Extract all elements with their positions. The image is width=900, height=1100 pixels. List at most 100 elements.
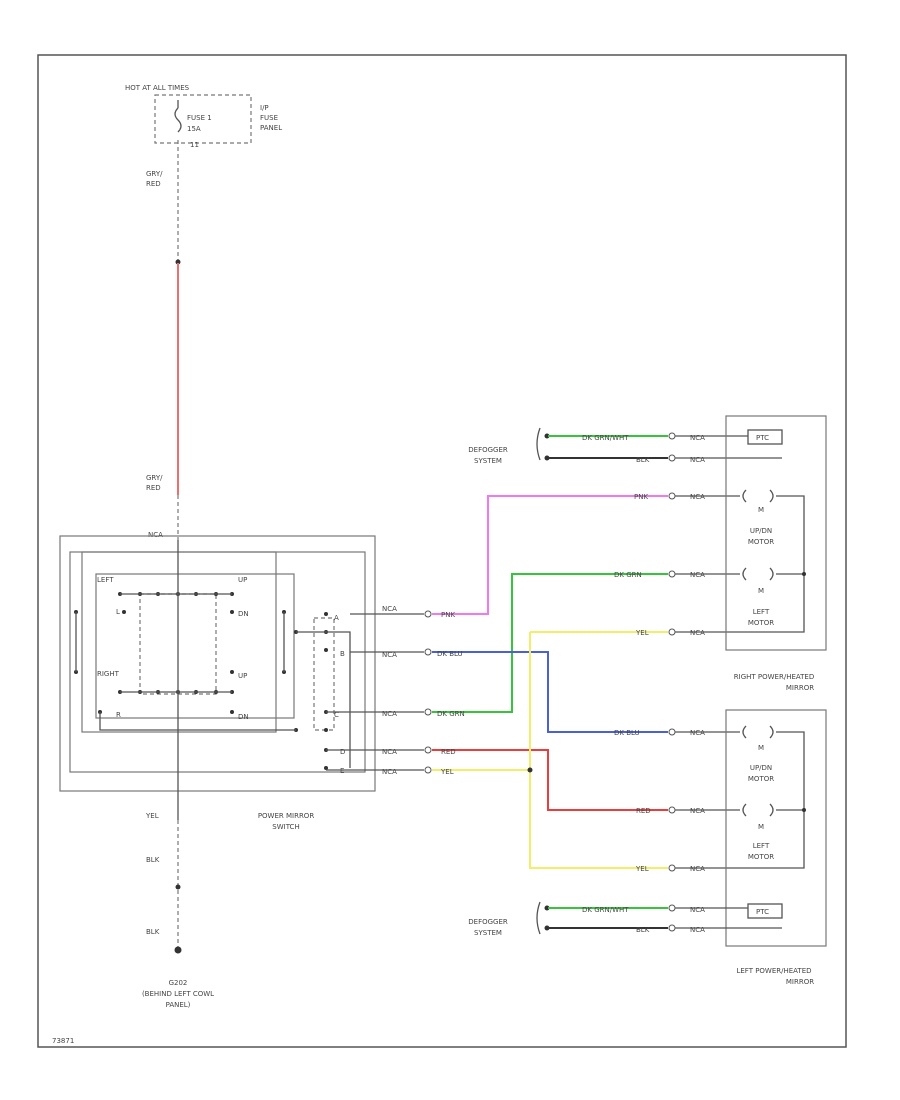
defogger-top-wire-2-label: BLK [636, 456, 650, 464]
left-motor-1-symbol [742, 725, 774, 739]
defogger-bottom-brace [536, 901, 541, 935]
ground-wire-1: YEL [145, 812, 159, 820]
mirror-conn-r3: NCA [690, 629, 705, 637]
mirror-conn-r2: NCA [690, 571, 705, 579]
left-motor-1-m: M [758, 744, 764, 752]
harness-red: RED [441, 748, 456, 756]
defogger-top-dot-1 [544, 433, 550, 439]
feed-color-1: GRY/ [146, 170, 163, 178]
harness-dk-blu: DK BLU [437, 650, 463, 658]
right-motor-2-m: M [758, 587, 764, 595]
defogger-top-label-1: DEFOGGER [468, 446, 508, 454]
ground-location-2: PANEL) [166, 1001, 191, 1009]
mirror-conn-l2: NCA [690, 807, 705, 815]
defogger-top-brace [536, 427, 541, 461]
right-mirror-common [776, 495, 805, 633]
wire-green [432, 573, 668, 713]
harness-dk-blu-left: DK BLU [614, 729, 640, 737]
right-heater-label: PTC [756, 434, 769, 442]
feed-color-3: GRY/ [146, 474, 163, 482]
right-motor-2-symbol [742, 567, 774, 581]
harness-dk-grn: DK GRN [437, 710, 465, 718]
switch-pin-c: C [334, 711, 339, 719]
switch-pos-r: R [116, 711, 121, 719]
harness-yel-left: YEL [635, 865, 649, 873]
defogger-top-conn-1: NCA [690, 434, 705, 442]
defogger-bottom-dot-1 [544, 905, 550, 911]
harness-conn-c: NCA [382, 710, 397, 718]
mirror-conn-r1: NCA [690, 493, 705, 501]
defogger-top-wire-1-label: DK GRN/WHT [582, 434, 629, 442]
left-mirror-box [725, 709, 827, 947]
right-motor-1-line-2: MOTOR [748, 538, 774, 546]
defogger-bottom-label-1: DEFOGGER [468, 918, 508, 926]
switch-pin-e: E [340, 767, 344, 775]
fuse-panel-label-2: FUSE [260, 114, 278, 122]
harness-conn-a: NCA [382, 605, 397, 613]
harness-conn-d: NCA [382, 748, 397, 756]
switch-inner-box-1 [69, 551, 366, 773]
right-motor-1-line-1: UP/DN [750, 527, 772, 535]
right-motor-1-m: M [758, 506, 764, 514]
right-motor-2-line-1: LEFT [753, 608, 770, 616]
switch-pos-dn: DN [238, 610, 249, 618]
ground-splice-dot [175, 884, 181, 890]
left-motor-1-line-2: MOTOR [748, 775, 774, 783]
switch-name-2: SWITCH [272, 823, 299, 831]
switch-contacts [74, 592, 328, 770]
hot-at-all-times-label: HOT AT ALL TIMES [125, 84, 190, 92]
switch-pos-l: L [116, 608, 120, 616]
diagram-frame [37, 54, 847, 1048]
left-motor-1-line-1: UP/DN [750, 764, 772, 772]
harness-yel: YEL [440, 768, 454, 776]
yellow-splice-dot [527, 767, 533, 773]
feed-color-2: RED [146, 180, 161, 188]
harness-red-left: RED [636, 807, 651, 815]
feed-splice-dot [175, 259, 181, 265]
fuse-panel-box [154, 94, 252, 144]
ground-name: G202 [169, 979, 188, 987]
fuse-pin: 11 [190, 141, 199, 149]
harness-conn-e: NCA [382, 768, 397, 776]
footer-code: 73871 [52, 1037, 74, 1045]
switch-selector-dashed [313, 617, 335, 731]
harness-pnk-right: PNK [634, 493, 648, 501]
switch-pos-left: LEFT [97, 576, 114, 584]
defogger-bottom-wire-1-label: DK GRN/WHT [582, 906, 629, 914]
ground-wire-2: BLK [146, 856, 160, 864]
switch-pin-d: D [340, 748, 345, 756]
wire-red [432, 749, 668, 811]
left-heater-label: PTC [756, 908, 769, 916]
wire-blue [432, 651, 668, 733]
fuse-panel-label-1: I/P [260, 104, 269, 112]
defogger-top-label-2: SYSTEM [474, 457, 502, 465]
harness-pnk: PNK [441, 611, 455, 619]
right-mirror-label-1: RIGHT POWER/HEATED [734, 673, 814, 681]
mirror-conn-l3: NCA [690, 865, 705, 873]
feed-color-4: RED [146, 484, 161, 492]
switch-pos-dn2: DN [238, 713, 249, 721]
left-mirror-common [776, 731, 805, 869]
left-mirror-label-1: LEFT POWER/HEATED [736, 967, 811, 975]
switch-pos-right: RIGHT [97, 670, 120, 678]
ground-point-dot [174, 946, 182, 954]
defogger-top-dot-2 [544, 455, 550, 461]
right-motor-1-symbol [742, 489, 774, 503]
fuse-rating: 15A [187, 125, 201, 133]
defogger-bottom-label-2: SYSTEM [474, 929, 502, 937]
fuse-symbol [174, 100, 182, 133]
switch-pos-up: UP [238, 576, 247, 584]
switch-terminal-label: NCA [148, 531, 163, 539]
fuse-panel-label-3: PANEL [260, 124, 282, 132]
right-mirror-box [725, 415, 827, 651]
harness-yel-right: YEL [635, 629, 649, 637]
ground-wire-3: BLK [146, 928, 160, 936]
switch-pos-up2: UP [238, 672, 247, 680]
right-heater-element [747, 429, 783, 445]
harness-dk-grn-right: DK GRN [614, 571, 642, 579]
ground-location-1: (BEHIND LEFT COWL [142, 990, 214, 998]
defogger-bottom-dot-2 [544, 925, 550, 931]
switch-outer-box [59, 535, 376, 792]
defogger-bottom-wire-2-label: BLK [636, 926, 650, 934]
